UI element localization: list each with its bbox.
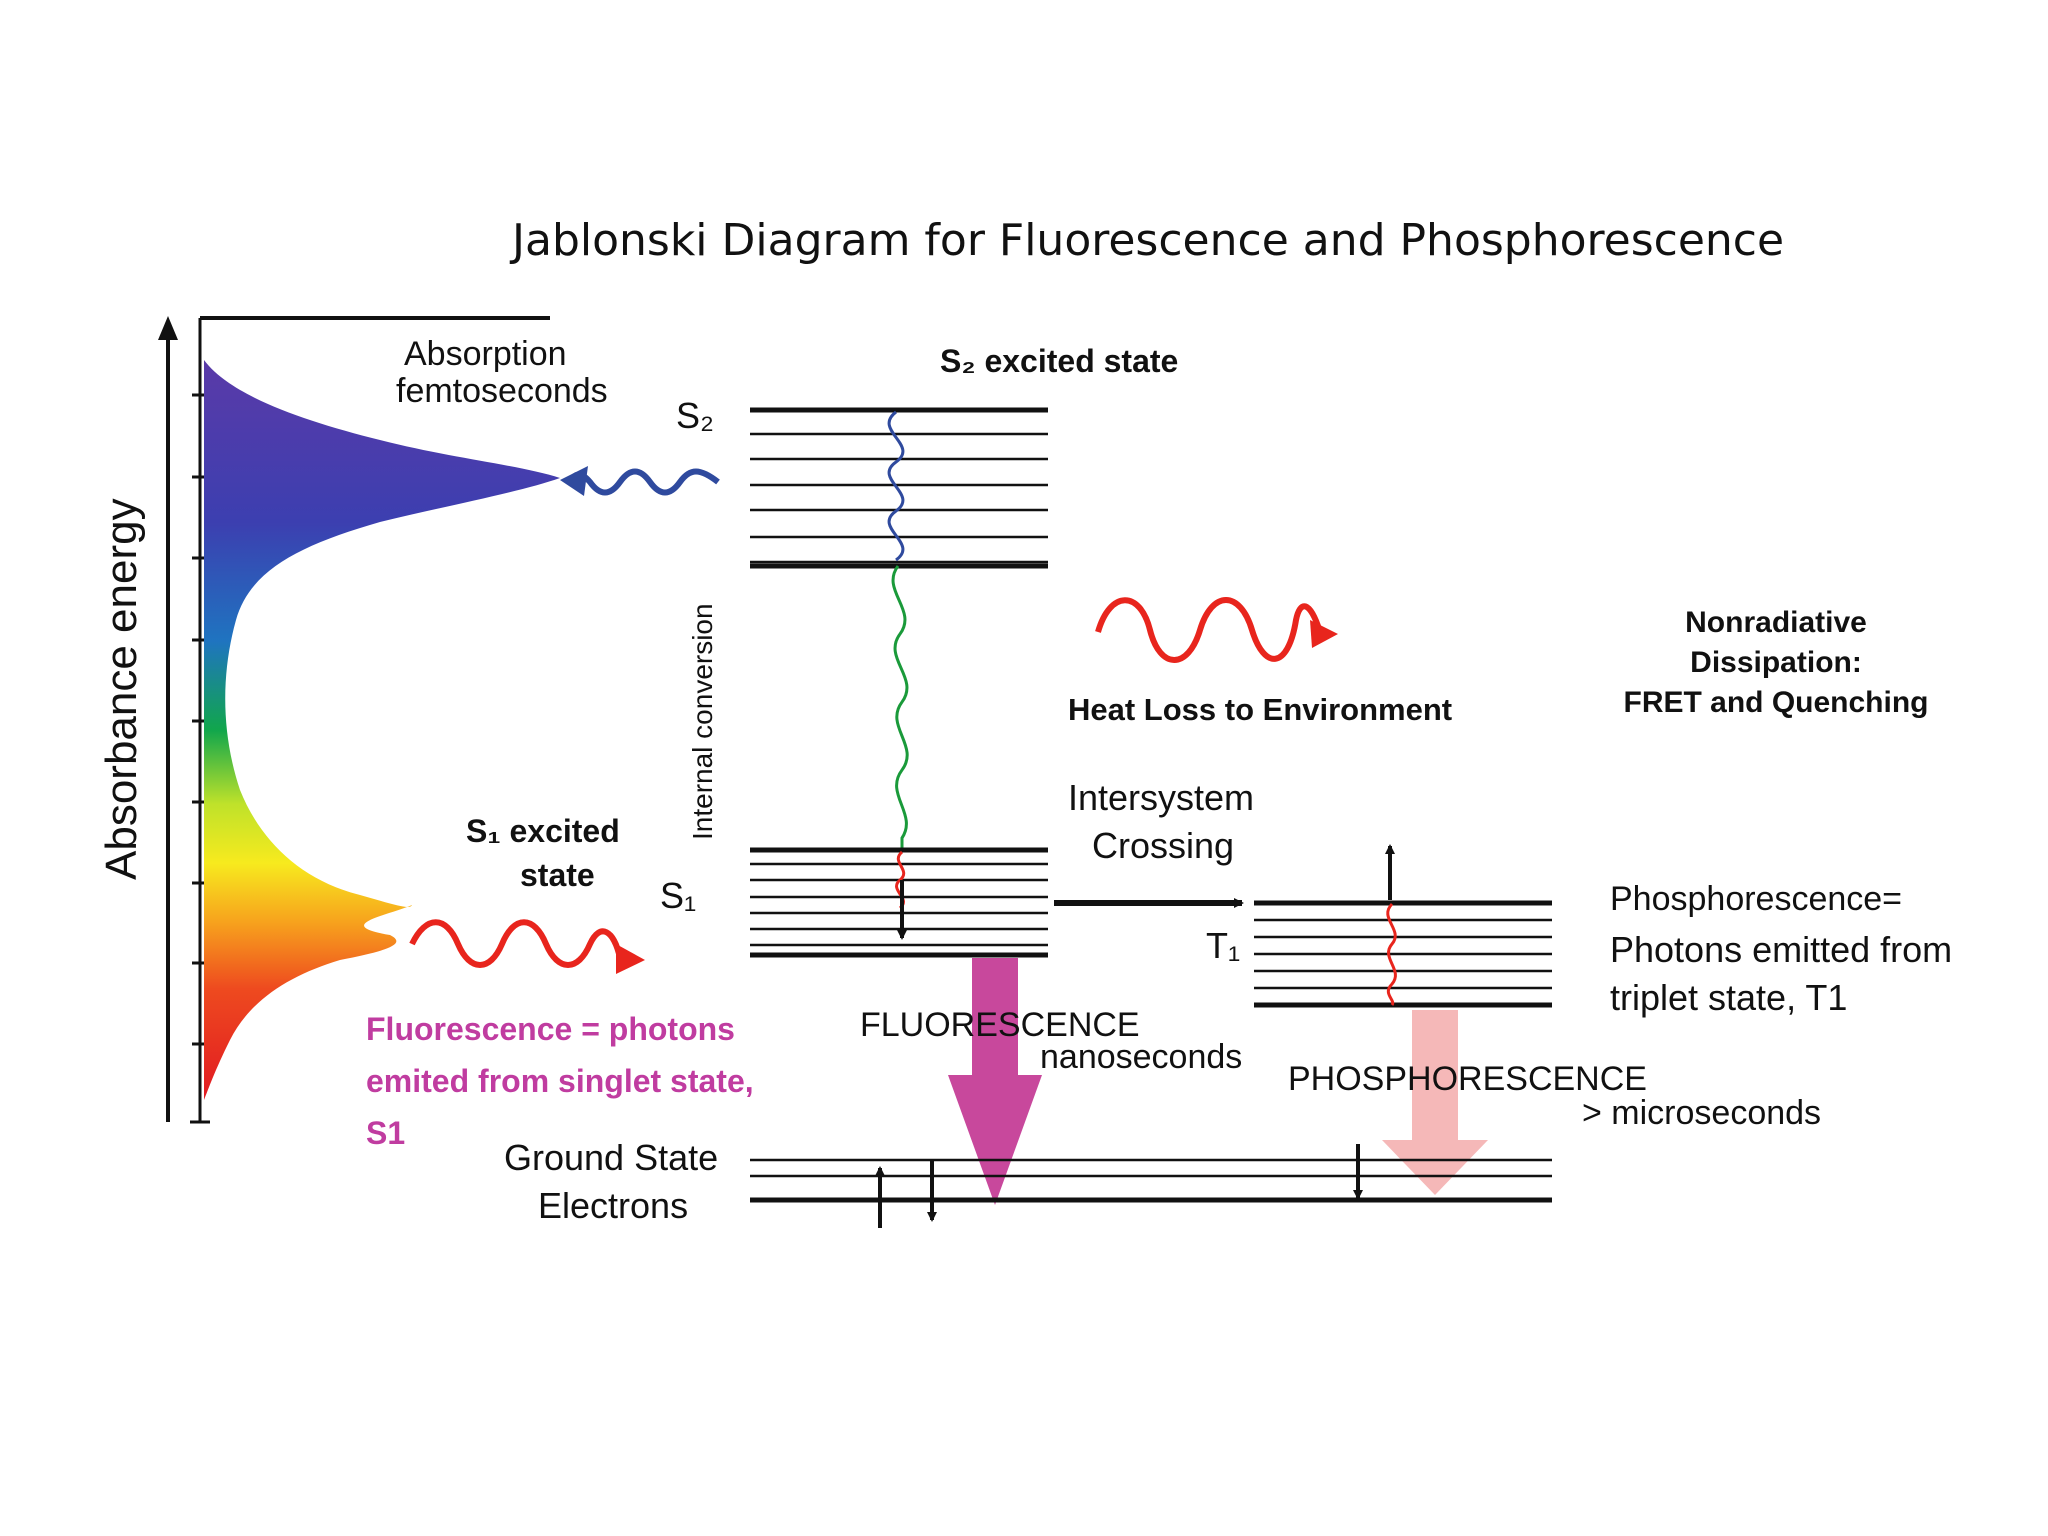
absorbed-photon-wave	[560, 466, 720, 496]
fluorescence-arrow-label: FLUORESCENCE	[860, 1006, 1140, 1044]
s1-level-label: S₁	[660, 875, 696, 916]
s2-header: S₂ excited state	[940, 343, 1178, 379]
s2-levels	[750, 407, 1048, 569]
ground-state-line2: Electrons	[538, 1185, 688, 1226]
fluorescence-time-label: nanoseconds	[1040, 1038, 1242, 1076]
s2-level-label: S₂	[676, 395, 714, 436]
fluorescence-arrow	[948, 958, 1042, 1205]
nonradiative-line2: Dissipation:	[1690, 646, 1862, 679]
phosphorescence-arrow-label: PHOSPHORESCENCE	[1288, 1060, 1647, 1098]
phosphorescence-note-line3: triplet state, T1	[1610, 977, 1847, 1018]
s1-levels	[750, 847, 1048, 958]
ground-state-levels	[750, 1158, 1552, 1203]
s2-relaxation-wave	[887, 410, 905, 562]
phosphorescence-time-label: > microseconds	[1582, 1094, 1821, 1132]
s1-header-line1: S₁ excited	[466, 813, 620, 849]
spectrum-frame	[190, 316, 550, 1124]
absorption-spectrum	[204, 360, 560, 1100]
t1-level-label: T₁	[1206, 925, 1240, 966]
fluorescence-note-line2: emited from singlet state,	[366, 1063, 754, 1099]
phosphorescence-note-line2: Photons emitted from	[1610, 929, 1952, 970]
fluorescence-note-line3: S1	[366, 1115, 405, 1151]
diagram-title: Jablonski Diagram for Fluorescence and P…	[509, 215, 1784, 266]
intersystem-line2: Crossing	[1092, 825, 1234, 866]
t1-relaxation-wave	[1386, 902, 1397, 1006]
fluorescence-note-line1: Fluorescence = photons	[366, 1011, 735, 1047]
nonradiative-line1: Nonradiative	[1685, 606, 1867, 639]
y-axis-label: Absorbance energy	[97, 498, 146, 880]
internal-conversion-label: Internal conversion	[687, 603, 718, 840]
energy-axis: Absorbance energy	[97, 316, 178, 1122]
ground-state-line1: Ground State	[504, 1137, 718, 1178]
heat-loss-label: Heat Loss to Environment	[1068, 692, 1452, 727]
emitted-photon-wave	[409, 919, 645, 974]
intersystem-line1: Intersystem	[1068, 777, 1254, 818]
nonradiative-line3: FRET and Quenching	[1624, 686, 1929, 719]
internal-conversion-wave	[891, 565, 909, 850]
absorption-label: Absorption	[404, 335, 567, 373]
heat-loss-wave	[1095, 597, 1338, 663]
phosphorescence-arrow	[1382, 1010, 1488, 1195]
t1-levels	[1254, 900, 1552, 1008]
absorption-time-label: femtoseconds	[396, 372, 608, 410]
s1-header-line2: state	[520, 857, 595, 893]
phosphorescence-note-line1: Phosphorescence=	[1610, 880, 1902, 918]
